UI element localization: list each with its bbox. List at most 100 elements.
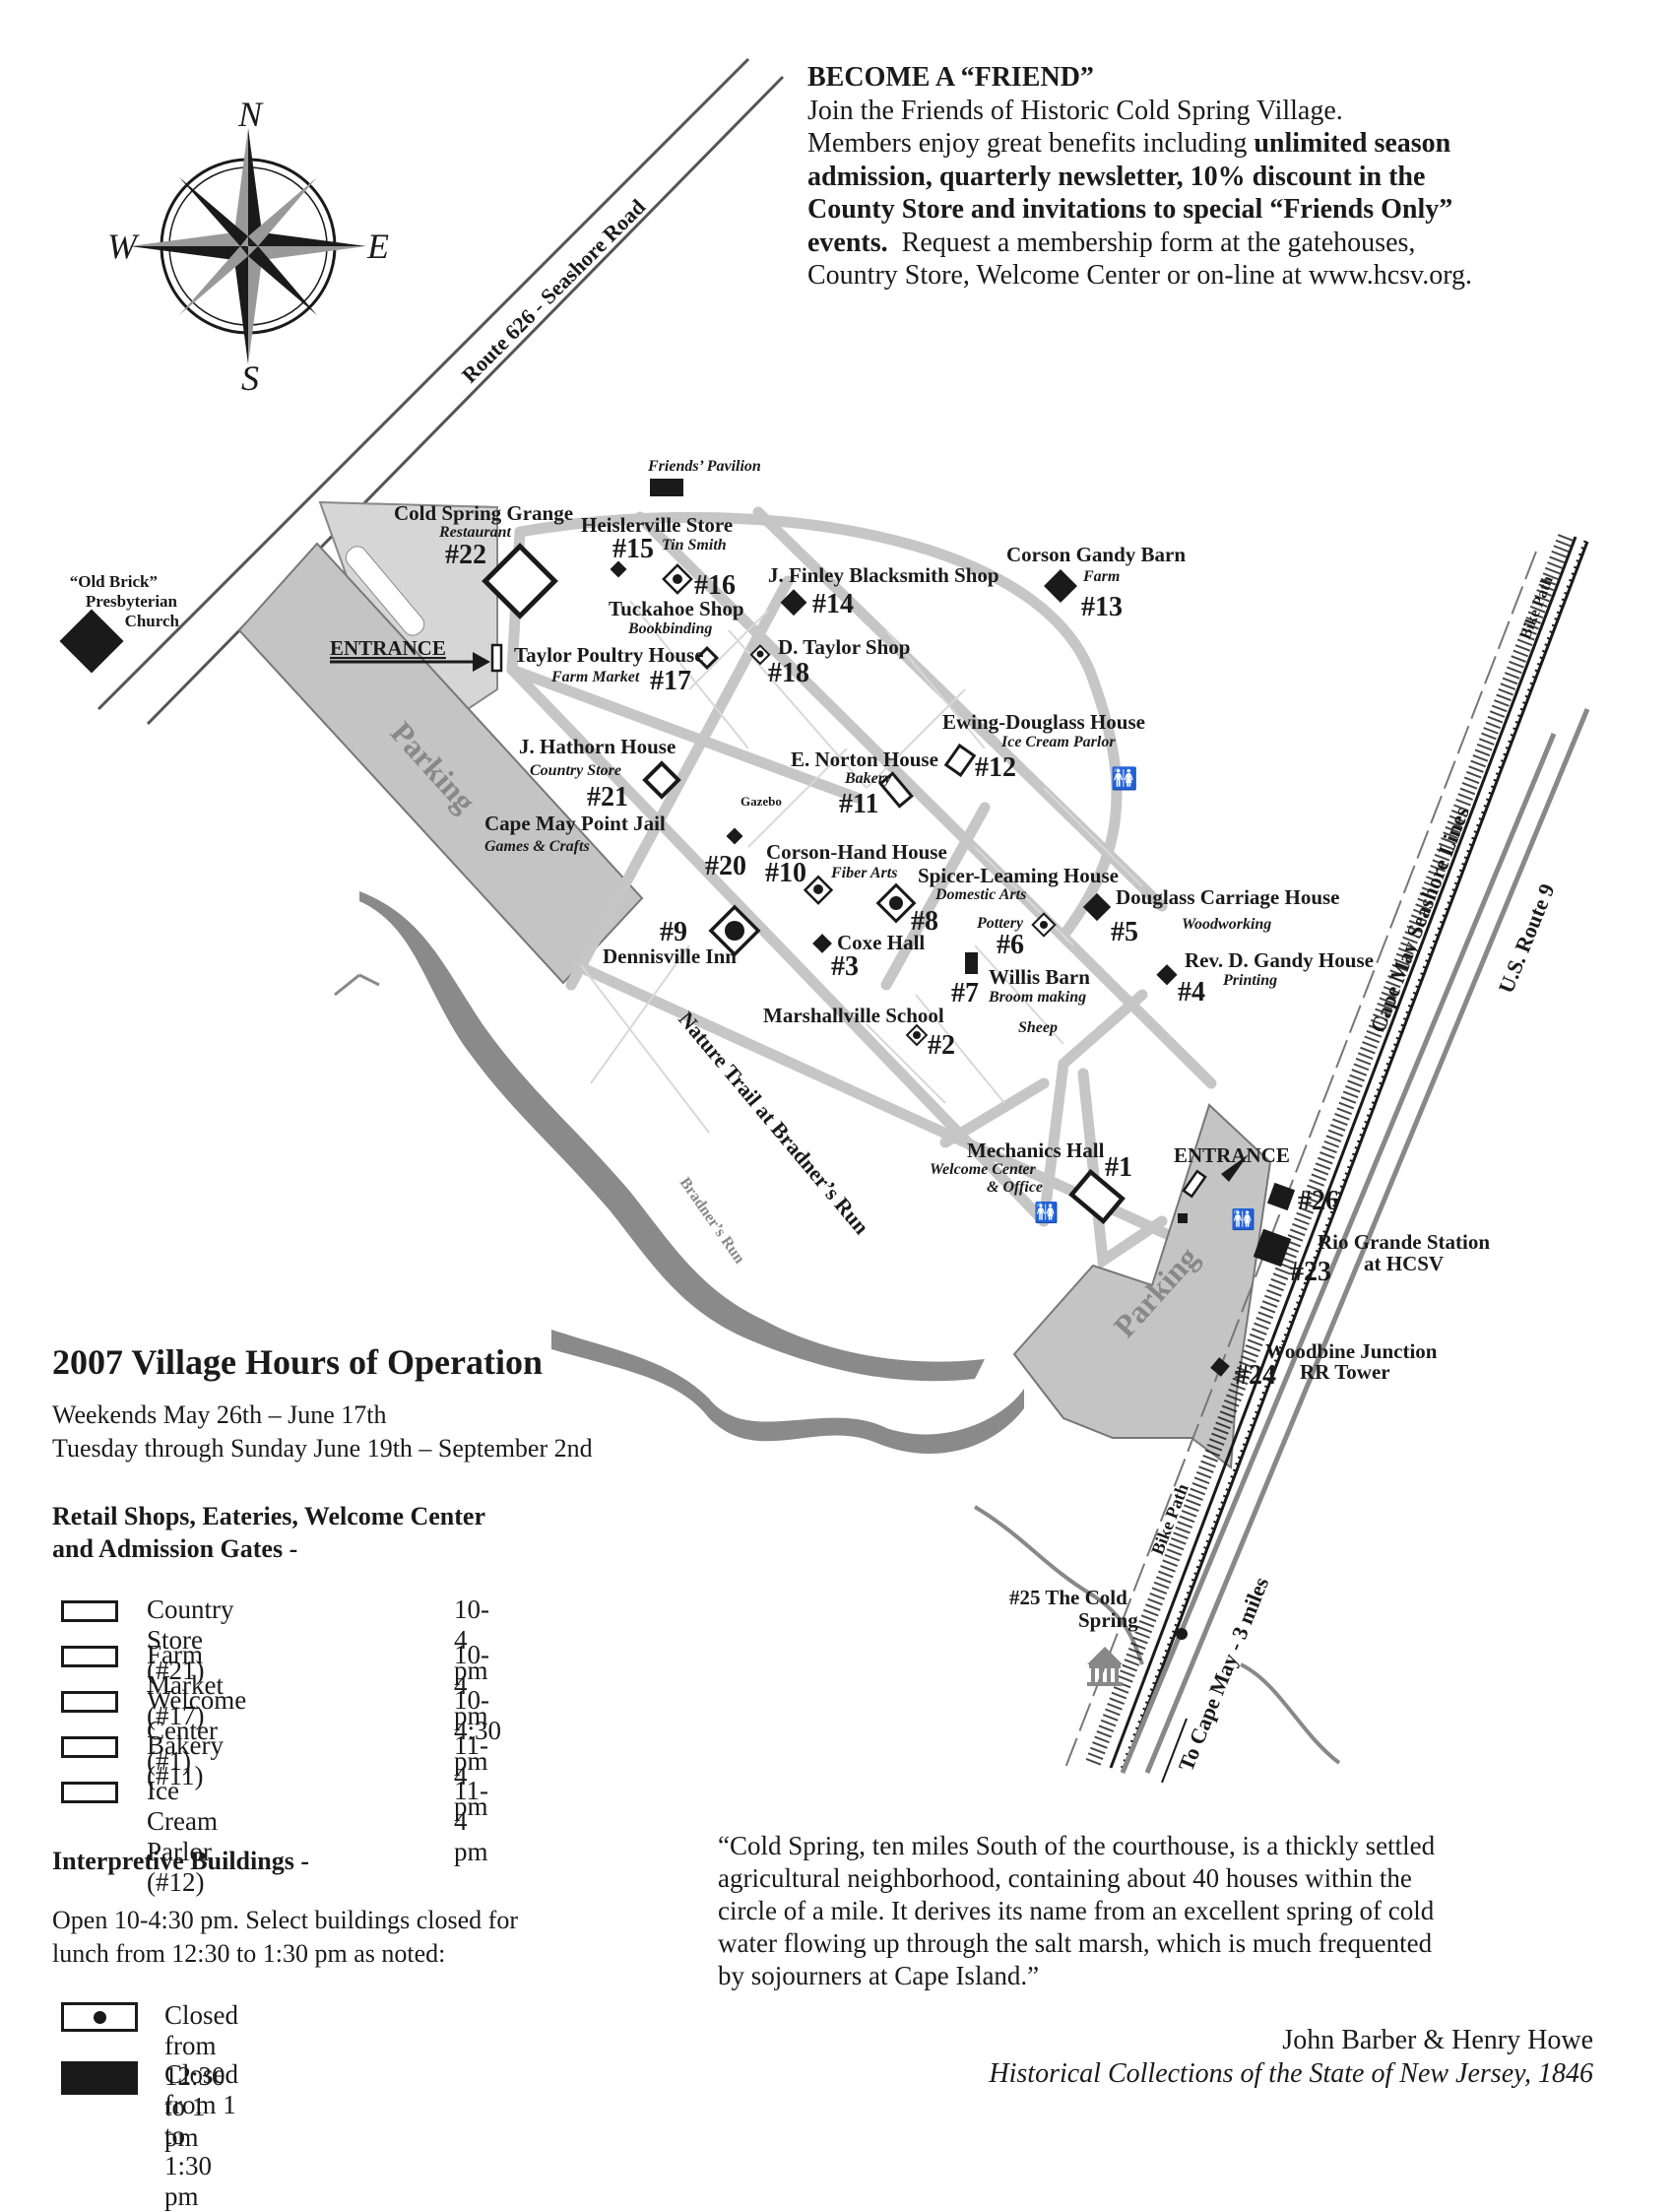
friends-pavilion[interactable]: Friends’ Pavilion bbox=[647, 458, 761, 496]
building-20[interactable]: Cape May Point Jail Games & Crafts #20 bbox=[484, 812, 746, 881]
building-13[interactable]: Corson Gandy Barn Farm #13 bbox=[1006, 543, 1186, 622]
building-name: Heislerville Store bbox=[581, 513, 733, 537]
retail-name: Farm Market (#17) bbox=[147, 1640, 224, 1730]
church-label-1: “Old Brick” bbox=[70, 572, 158, 591]
building-24[interactable]: Woodbine Junction RR Tower #24 bbox=[1210, 1339, 1438, 1391]
friend-line: Join the Friends of Historic Cold Spring… bbox=[807, 95, 1343, 126]
building-6[interactable]: Pottery #6 bbox=[976, 912, 1057, 960]
hours-title: 2007 Village Hours of Operation bbox=[52, 1342, 543, 1382]
friend-benefit: County Store and invitations to special … bbox=[807, 194, 1453, 225]
compass-west: W bbox=[107, 227, 140, 266]
building-23[interactable]: Rio Grande Station at HCSV #23 bbox=[1253, 1228, 1491, 1287]
building-number: #11 bbox=[839, 789, 878, 819]
building-number: #17 bbox=[650, 666, 691, 696]
building-use: Tin Smith bbox=[662, 537, 727, 553]
building-number: #6 bbox=[997, 930, 1024, 960]
building-2[interactable]: Marshallville School #2 bbox=[763, 1004, 955, 1061]
village-roads bbox=[506, 506, 1217, 1270]
retail-name: Welcome Center (#1) bbox=[147, 1685, 247, 1776]
building-number: #2 bbox=[928, 1030, 955, 1061]
building-name-2: Spring bbox=[1078, 1608, 1138, 1632]
building-22[interactable]: Cold Spring Grange Restaurant #22 bbox=[394, 501, 573, 619]
building-use: Ice Cream Parlor bbox=[1000, 734, 1116, 750]
building-5[interactable]: Douglass Carriage House Woodworking #5 bbox=[1082, 885, 1340, 947]
building-number: #22 bbox=[445, 540, 486, 570]
building-name: Rio Grande Station bbox=[1318, 1230, 1490, 1254]
building-10[interactable]: Corson-Hand House Fiber Arts #10 bbox=[765, 840, 947, 905]
gazebo[interactable]: Gazebo bbox=[740, 794, 782, 809]
building-12[interactable]: Ewing-Douglass House Ice Cream Parlor #1… bbox=[942, 710, 1145, 791]
building-name: Spicer-Leaming House bbox=[918, 864, 1119, 887]
building-number: #10 bbox=[765, 858, 806, 888]
retail-heading-1: Retail Shops, Eateries, Welcome Center bbox=[52, 1502, 485, 1530]
building-name: Marshallville School bbox=[763, 1004, 944, 1027]
building-name: J. Finley Blacksmith Shop bbox=[768, 563, 999, 587]
building-number: #14 bbox=[812, 589, 854, 619]
friend-line: Members enjoy great benefits including bbox=[807, 128, 1255, 159]
friend-line: Request a membership form at the gatehou… bbox=[887, 227, 1416, 258]
quote-source: Historical Collections of the State of N… bbox=[989, 2058, 1593, 2089]
quote-line: agricultural neighborhood, containing ab… bbox=[718, 1863, 1412, 1893]
building-number: #3 bbox=[831, 951, 859, 982]
compass-rose-icon: N S W E bbox=[107, 95, 389, 398]
closed-label: Closed from 1 to 1:30 pm bbox=[164, 2059, 239, 2211]
retail-time: 11-4 pm bbox=[454, 1730, 488, 1821]
building-21[interactable]: J. Hathorn House Country Store #21 bbox=[519, 735, 681, 813]
filled-box-icon bbox=[61, 2061, 138, 2095]
gazebo-label: Gazebo bbox=[740, 794, 782, 809]
friend-line: Country Store, Welcome Center or on-line… bbox=[807, 260, 1473, 291]
building-use: Bookbinding bbox=[627, 620, 712, 637]
parking-lot-west: Parking bbox=[237, 500, 644, 985]
building-number: #20 bbox=[705, 851, 746, 881]
building-number: #24 bbox=[1235, 1360, 1276, 1391]
building-4[interactable]: Rev. D. Gandy House Printing #4 bbox=[1156, 948, 1374, 1008]
sheep-pen[interactable]: Sheep bbox=[1018, 1019, 1058, 1036]
become-a-friend-section: BECOME A “FRIEND” Join the Friends of Hi… bbox=[807, 61, 1472, 293]
interpretive-line-1: Open 10-4:30 pm. Select buildings closed… bbox=[52, 1906, 518, 1934]
building-name: Woodbine Junction bbox=[1265, 1339, 1438, 1363]
building-use: Woodworking bbox=[1182, 916, 1271, 933]
building-14[interactable]: J. Finley Blacksmith Shop #14 bbox=[768, 563, 999, 619]
building-3[interactable]: Coxe Hall #3 bbox=[812, 931, 925, 982]
building-9[interactable]: #9 Dennisville Inn bbox=[603, 904, 761, 968]
old-brick-church: “Old Brick” Presbyterian Church bbox=[59, 572, 180, 674]
building-7[interactable]: Willis Barn Broom making #7 bbox=[951, 952, 1090, 1008]
building-number: #9 bbox=[660, 917, 687, 947]
building-1[interactable]: Mechanics Hall Welcome Center & Office #… bbox=[930, 1139, 1132, 1225]
hours-line-1: Weekends May 26th – June 17th bbox=[52, 1400, 387, 1429]
hours-line-2: Tuesday through Sunday June 19th – Septe… bbox=[52, 1434, 593, 1463]
friend-benefit: unlimited season bbox=[1254, 128, 1451, 159]
building-17[interactable]: Taylor Poultry House Farm Market #17 bbox=[514, 643, 720, 696]
building-use: Bakery bbox=[844, 770, 892, 787]
quote-citation: John Barber & Henry Howe Historical Coll… bbox=[989, 2024, 1593, 2091]
building-15[interactable]: Heislerville Store #15 Tin Smith bbox=[581, 513, 733, 578]
retail-time: 10-4 pm bbox=[454, 1640, 489, 1730]
west-entrance[interactable]: ENTRANCE bbox=[330, 636, 503, 673]
building-use: Country Store bbox=[530, 762, 621, 779]
open-box-icon bbox=[61, 1782, 118, 1803]
building-name: Cape May Point Jail bbox=[484, 812, 666, 835]
restroom-icon: 🚻 bbox=[1034, 1201, 1059, 1224]
building-use: Farm Market bbox=[550, 669, 640, 685]
building-use: at HCSV bbox=[1364, 1252, 1444, 1275]
spring-house-icon bbox=[1087, 1647, 1123, 1686]
sheep-label: Sheep bbox=[1018, 1019, 1058, 1036]
open-box-icon bbox=[61, 1736, 118, 1758]
retail-name: Country Store (#21) bbox=[147, 1594, 234, 1685]
building-18[interactable]: D. Taylor Shop #18 bbox=[749, 635, 911, 688]
east-entrance[interactable]: ENTRANCE bbox=[1174, 1143, 1290, 1223]
building-8[interactable]: Spicer-Leaming House Domestic Arts #8 bbox=[875, 864, 1119, 937]
building-use: Pottery bbox=[976, 915, 1024, 932]
building-11[interactable]: E. Norton House Bakery #11 bbox=[791, 748, 938, 819]
rail-line-label: Cape May Seashore Lines bbox=[1365, 803, 1474, 1036]
building-26[interactable]: 🚻 #26 bbox=[1231, 1182, 1339, 1231]
building-name: Willis Barn bbox=[989, 965, 1090, 989]
building-16[interactable]: #16 Tuckahoe Shop Bookbinding bbox=[609, 563, 744, 637]
building-use: Farm bbox=[1082, 568, 1120, 585]
building-use-2: & Office bbox=[987, 1179, 1043, 1196]
friend-benefit: admission, quarterly newsletter, 10% dis… bbox=[807, 161, 1426, 192]
cold-spring-25[interactable]: #25 The Cold Spring bbox=[1009, 1586, 1188, 1686]
restroom-icon: 🚻 bbox=[1111, 766, 1137, 791]
restroom-icon: 🚻 bbox=[1231, 1207, 1256, 1231]
building-number: #18 bbox=[768, 658, 809, 688]
